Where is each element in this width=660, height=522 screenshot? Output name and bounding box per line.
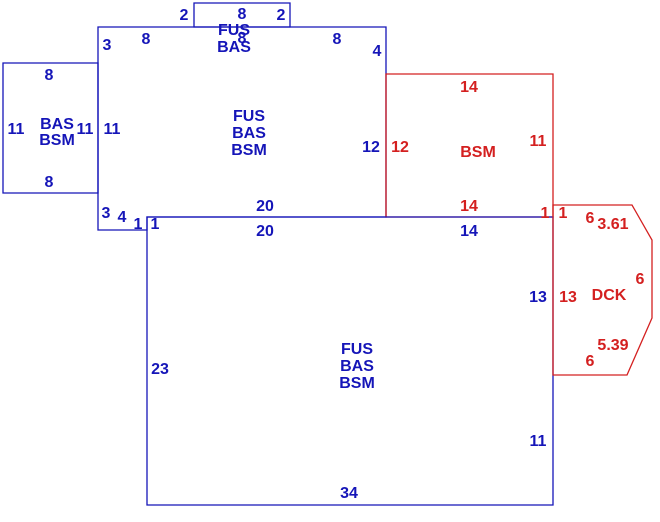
- dim-left-right-outer: 11: [77, 121, 94, 138]
- dim-upper-left-lower: 3: [102, 205, 111, 222]
- lower-room-outline: [146, 216, 554, 506]
- dim-upper-left-upper: 3: [103, 37, 112, 54]
- bsm-area-label: BSM: [460, 144, 496, 161]
- lower-area-label-1: FUS: [341, 341, 373, 358]
- dim-notch-a: 1: [134, 216, 143, 233]
- dim-lower-right-lower: 11: [530, 433, 547, 450]
- dim-upper-right-top: 4: [373, 43, 382, 60]
- dim-upper-bottom-notch: 4: [118, 209, 127, 226]
- outlines: [2, 2, 653, 506]
- dim-bsm-right: 11: [530, 133, 547, 150]
- dimension-labels: 8 8 11 11 11 2 2 8 8 8 8 3 3 4 12 4 20 2…: [8, 6, 645, 502]
- lower-area-label-2: BAS: [340, 358, 374, 375]
- dim-upper-right: 12: [362, 139, 380, 156]
- dim-corner-b: 1: [559, 205, 568, 222]
- dim-deck-diag-top: 3.61: [597, 216, 628, 233]
- lower-area-label-3: BSM: [339, 375, 375, 392]
- dim-deck-top: 6: [586, 210, 595, 227]
- dim-lower-bottom: 34: [340, 485, 358, 502]
- dim-lower-right-upper: 13: [529, 289, 547, 306]
- dim-lower-top-right: 14: [460, 223, 478, 240]
- dim-bsm-bottom: 14: [460, 198, 478, 215]
- dim-upper-bottom-inner: 20: [256, 198, 274, 215]
- deck-outline: [552, 204, 653, 376]
- top-bump-label-1: FUS: [218, 22, 250, 39]
- dim-left-left: 11: [8, 121, 25, 138]
- dim-deck-diag-bottom: 5.39: [597, 337, 628, 354]
- dim-left-top: 8: [45, 67, 54, 84]
- left-area-label-2: BSM: [39, 132, 75, 149]
- dim-bump-right: 2: [277, 7, 286, 24]
- dim-bump-top: 8: [238, 6, 247, 23]
- dim-upper-top-right: 8: [333, 31, 342, 48]
- dim-left-bottom: 8: [45, 174, 54, 191]
- dim-deck-right: 6: [636, 271, 645, 288]
- dim-bsm-top: 14: [460, 79, 478, 96]
- upper-area-label-2: BAS: [232, 125, 266, 142]
- top-bump-label-2: BAS: [217, 39, 251, 56]
- dim-bsm-left: 12: [391, 139, 409, 156]
- left-area-label-1: BAS: [40, 116, 74, 133]
- dim-notch-b: 1: [151, 216, 160, 233]
- dim-deck-bottom: 6: [586, 353, 595, 370]
- upper-area-label-1: FUS: [233, 108, 265, 125]
- dim-left-right-inner: 11: [104, 121, 121, 138]
- dim-lower-left: 23: [151, 361, 169, 378]
- deck-area-label: DCK: [592, 287, 627, 304]
- dim-upper-top-left: 8: [142, 31, 151, 48]
- dim-deck-left: 13: [559, 289, 577, 306]
- upper-area-label-3: BSM: [231, 142, 267, 159]
- area-labels: BAS BSM FUS BAS FUS BAS BSM BSM FUS BAS …: [39, 22, 627, 392]
- dim-lower-top: 20: [256, 223, 274, 240]
- dim-corner-a: 1: [541, 205, 550, 222]
- dim-bump-bottom: 8: [238, 30, 247, 47]
- dim-bump-left: 2: [180, 7, 189, 24]
